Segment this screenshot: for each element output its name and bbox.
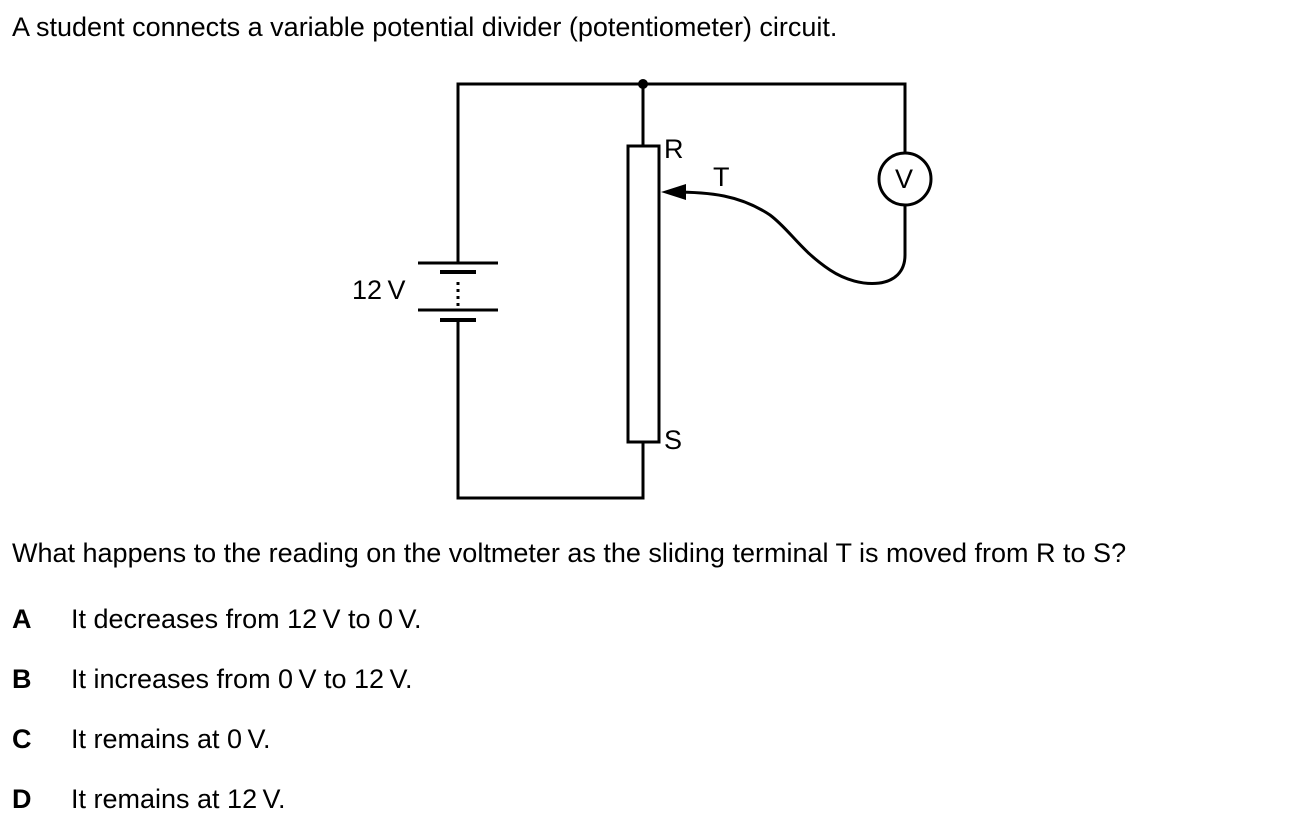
circuit-diagram: 12 V R S T V bbox=[352, 79, 933, 500]
wire-to-voltmeter bbox=[643, 82, 907, 158]
terminal-t-label: T bbox=[713, 162, 730, 192]
option-letter: C bbox=[12, 724, 32, 754]
wire-left-lower bbox=[456, 320, 645, 500]
option-text: It remains at 0 V. bbox=[71, 724, 271, 754]
option-text: It decreases from 12 V to 0 V. bbox=[71, 604, 422, 634]
question-text: What happens to the reading on the voltm… bbox=[12, 538, 1127, 568]
option-letter: B bbox=[12, 664, 32, 694]
intro-text: A student connects a variable potential … bbox=[12, 12, 838, 42]
option-text: It increases from 0 V to 12 V. bbox=[71, 664, 413, 694]
option-letter: A bbox=[12, 604, 32, 634]
option-letter: D bbox=[12, 784, 32, 814]
voltmeter-icon bbox=[877, 151, 933, 207]
slider-arrow-icon bbox=[661, 184, 686, 200]
terminal-r-label: R bbox=[664, 134, 684, 164]
junction-dot bbox=[638, 79, 648, 89]
option-text: It remains at 12 V. bbox=[71, 784, 286, 814]
wire-left-loop bbox=[456, 82, 643, 263]
voltmeter-label: V bbox=[895, 164, 913, 194]
battery-icon bbox=[418, 261, 498, 322]
battery-label: 12 V bbox=[352, 275, 405, 305]
potentiometer-resistor bbox=[626, 144, 661, 444]
terminal-s-label: S bbox=[664, 425, 682, 455]
wire-voltmeter-to-slider bbox=[671, 190, 907, 285]
